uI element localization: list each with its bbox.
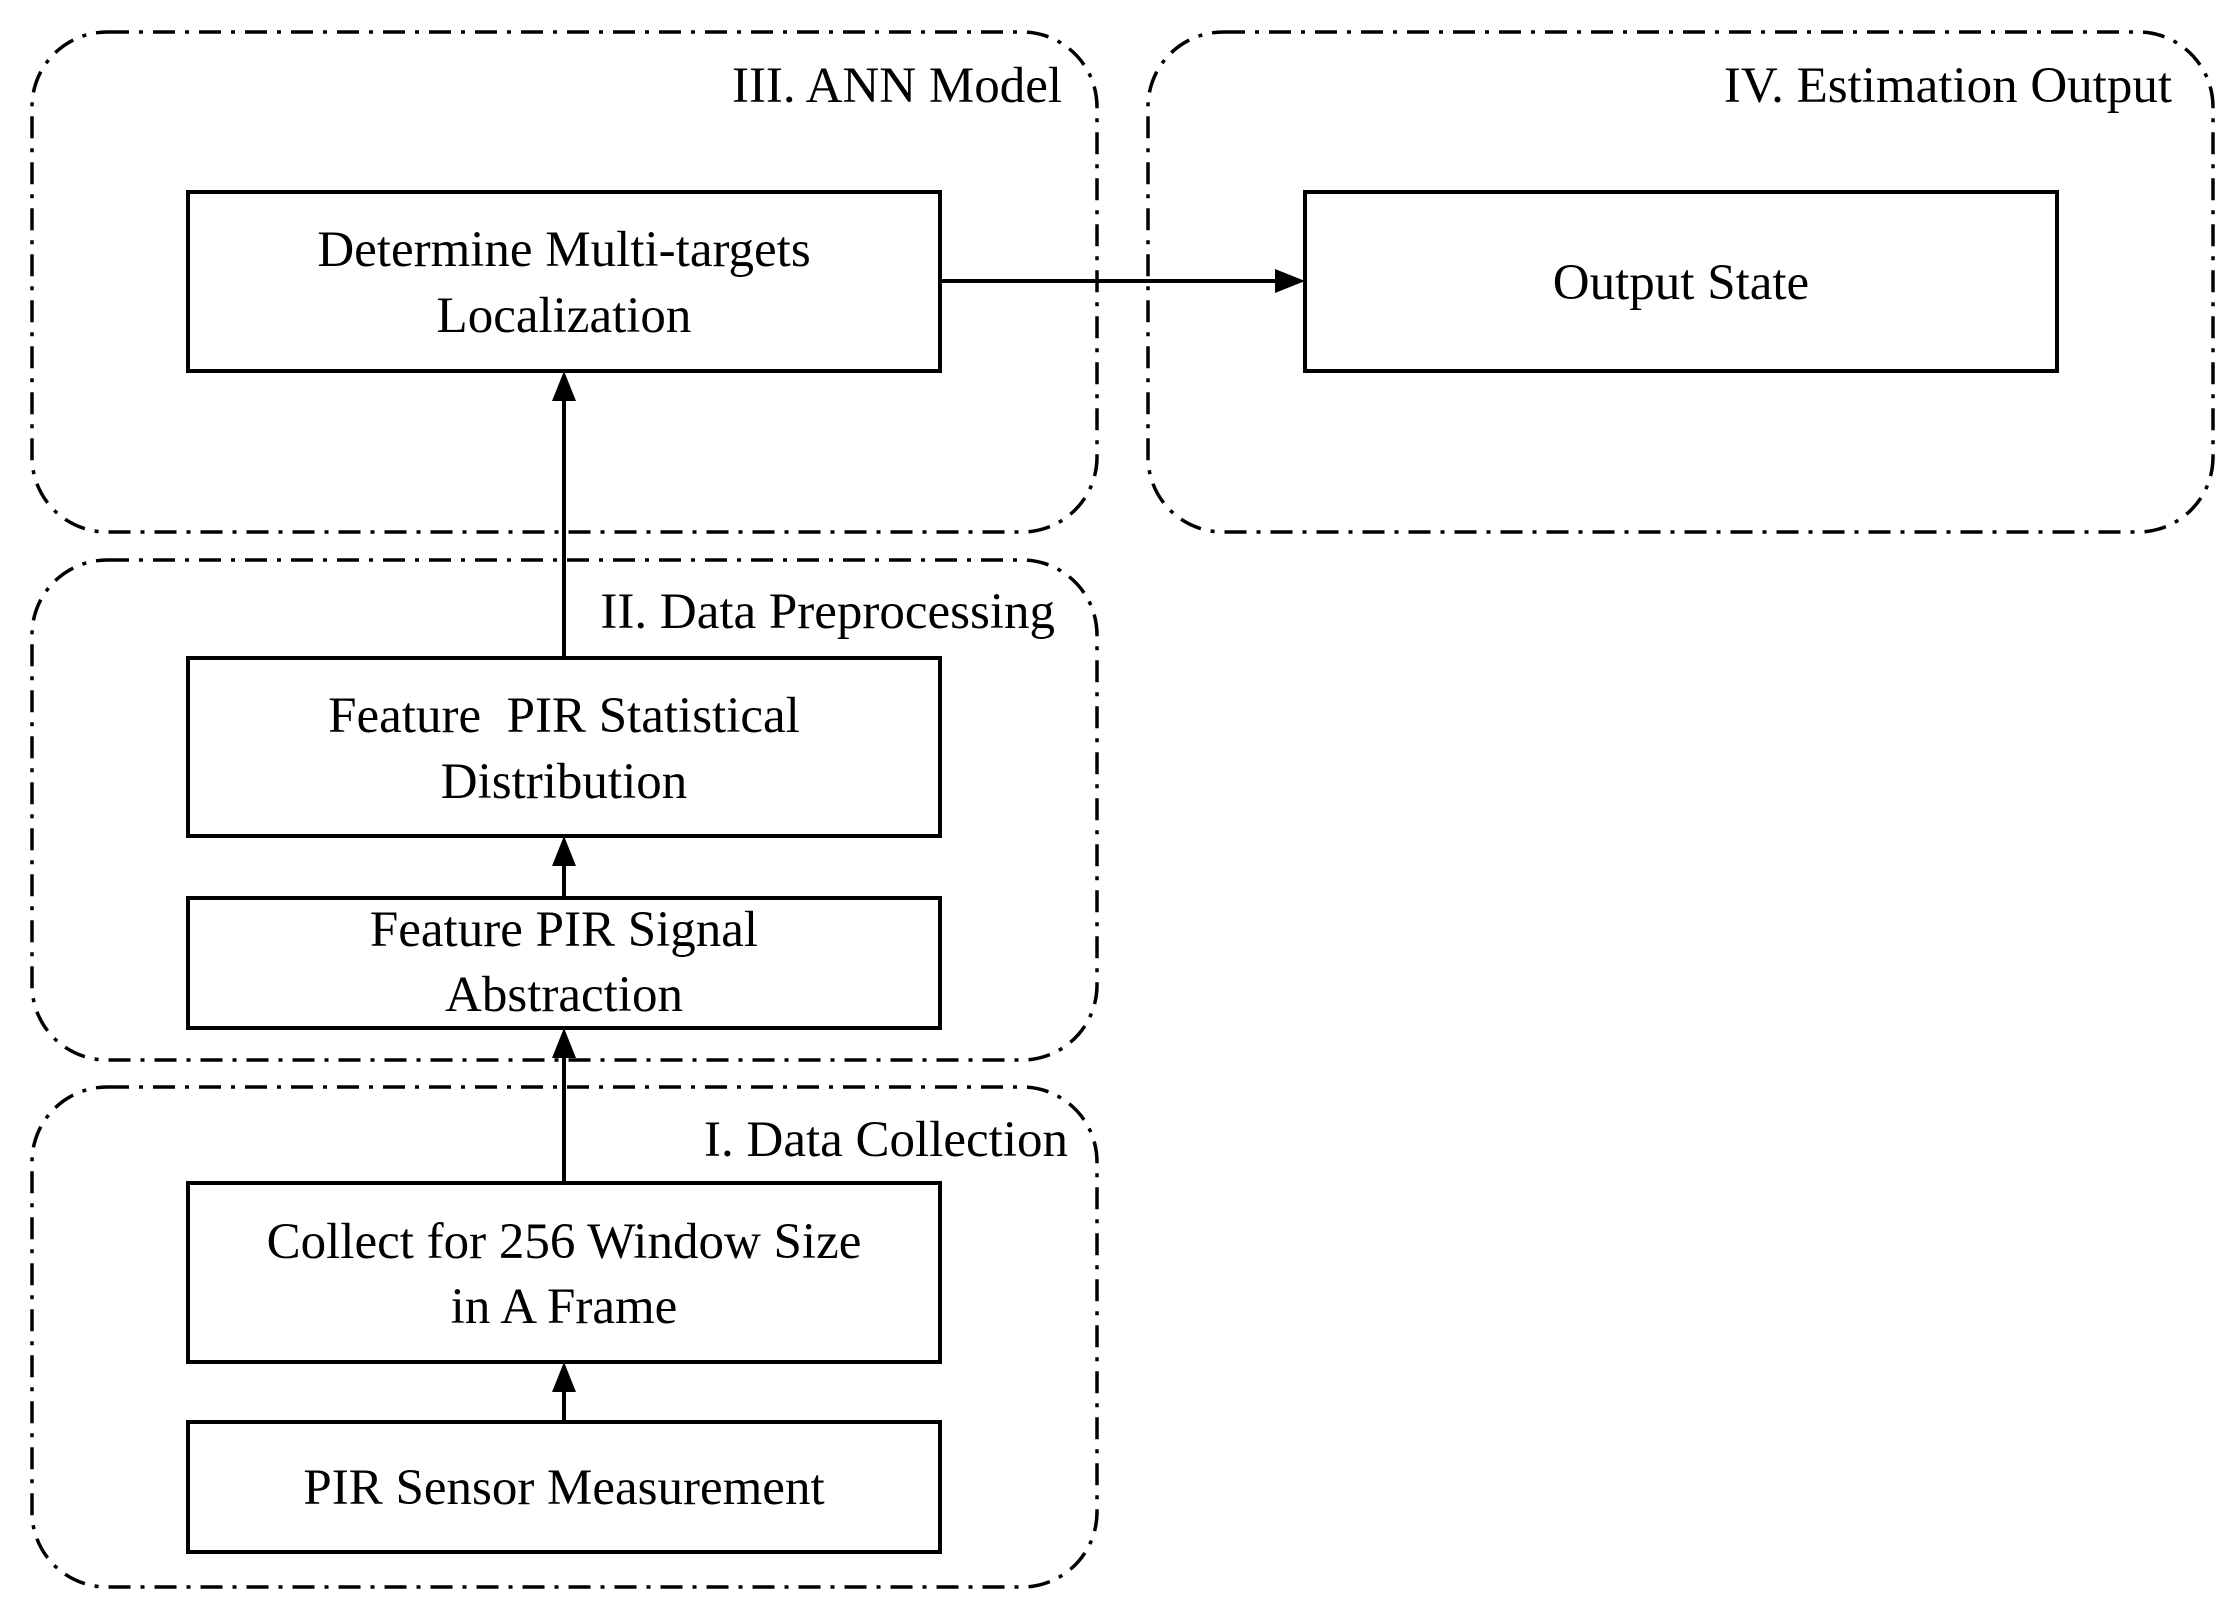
box-label-signal-line2: Abstraction (445, 967, 683, 1023)
arrow-multi-target-to-output (940, 269, 1305, 293)
group-title-estimation-output: IV. Estimation Output (1724, 58, 2172, 114)
group-title-data-collection: I. Data Collection (704, 1112, 1068, 1168)
box-collect-window (186, 1181, 942, 1364)
box-label-signal-line1: Feature PIR Signal (370, 902, 758, 958)
group-data-preprocessing (30, 558, 1099, 1062)
box-multi-target-localization (186, 190, 942, 373)
box-sensor-measurement (186, 1420, 942, 1554)
box-label-multi-target-line1: Determine Multi-targets (317, 222, 810, 278)
box-label-output-state: Output State (1553, 255, 1809, 311)
box-output-state (1303, 190, 2059, 373)
box-label-multi-target-line2: Localization (437, 288, 692, 344)
box-statistical-distribution (186, 656, 942, 838)
arrow-collect-to-signal (552, 1028, 576, 1183)
box-label-statistical-line2: Distribution (441, 754, 688, 810)
group-title-ann-model: III. ANN Model (732, 58, 1062, 114)
group-data-collection (30, 1085, 1099, 1589)
box-label-statistical-line1: Feature PIR Statistical (328, 688, 800, 744)
box-label-sensor-measurement: PIR Sensor Measurement (303, 1460, 824, 1516)
group-estimation-output (1146, 30, 2215, 534)
box-label-collect-line2: in A Frame (451, 1279, 678, 1335)
group-title-data-preprocessing: II. Data Preprocessing (600, 584, 1055, 640)
box-label-collect-line1: Collect for 256 Window Size (267, 1214, 862, 1270)
arrow-statistical-to-multi-target (552, 371, 576, 658)
arrow-sensor-to-collect (552, 1362, 576, 1422)
arrow-signal-to-statistical (552, 836, 576, 898)
